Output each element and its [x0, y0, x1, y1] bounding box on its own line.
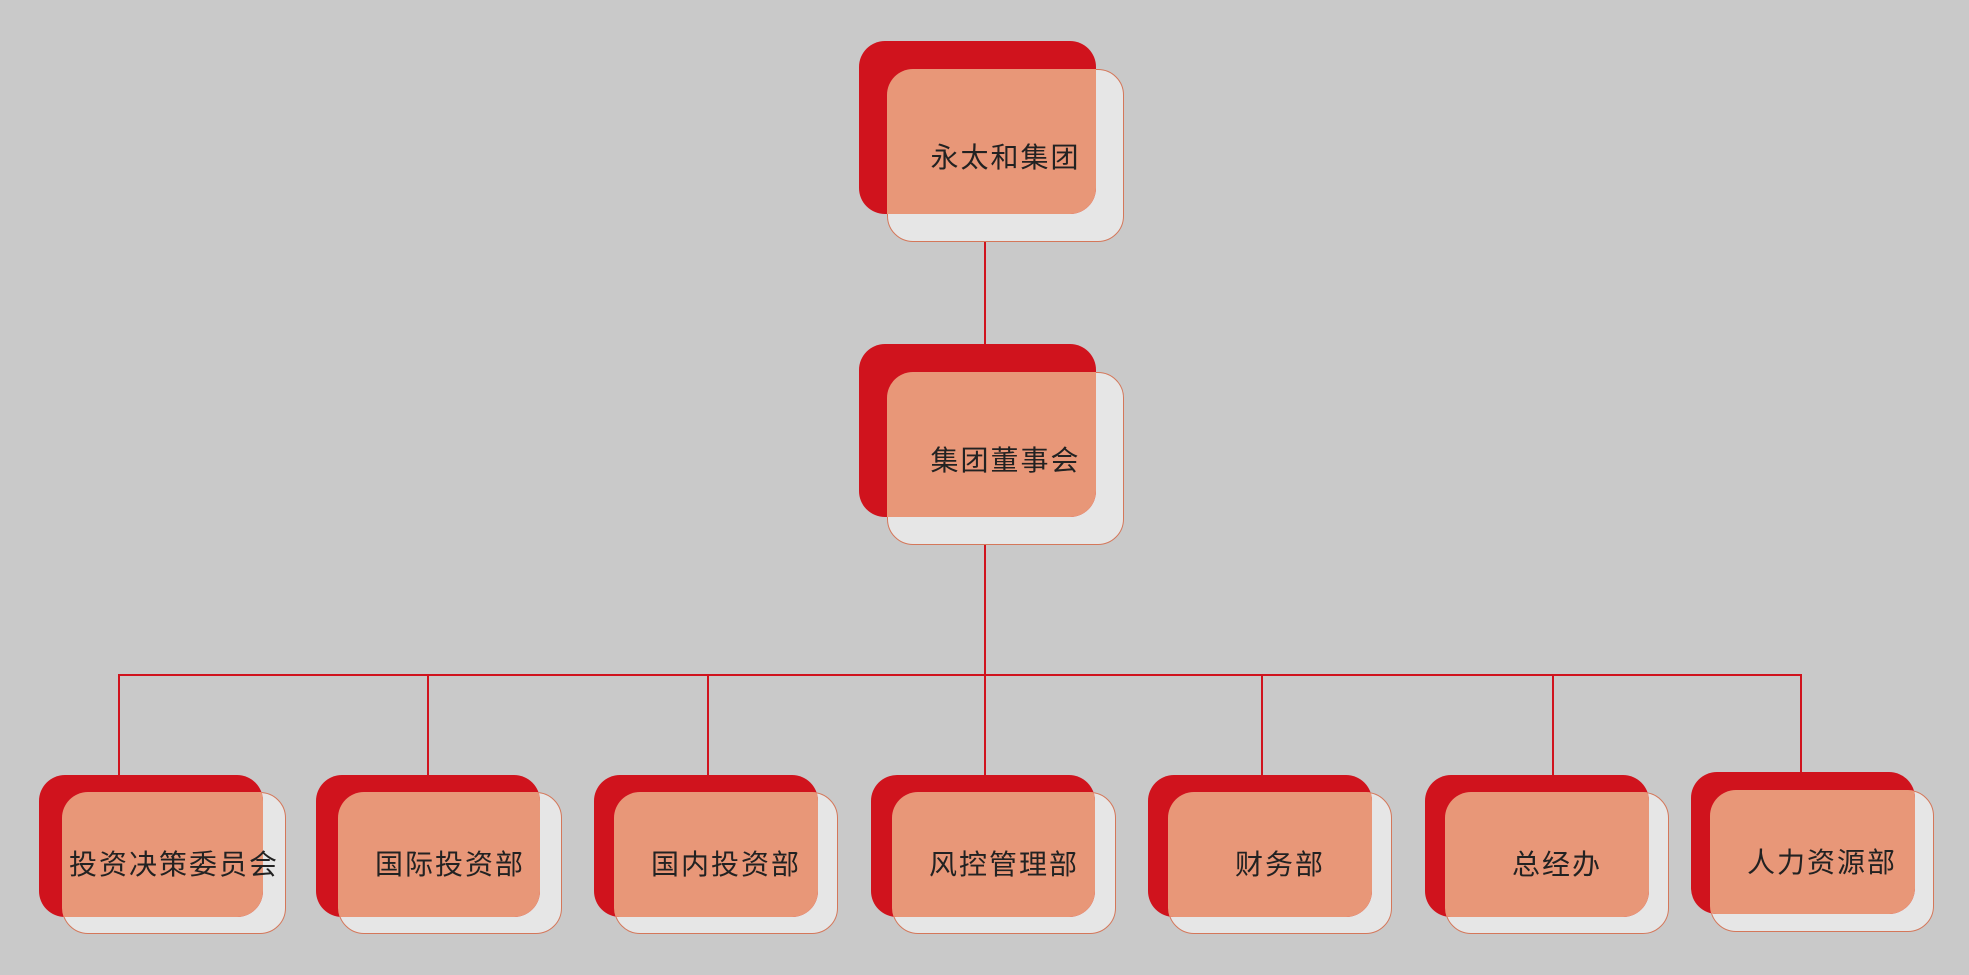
card-overlap	[1168, 792, 1372, 917]
card-accent	[316, 775, 540, 917]
node-label: 财务部	[1234, 848, 1325, 881]
card-overlap	[614, 792, 818, 917]
connector-drop	[707, 674, 709, 775]
card-overlap	[887, 69, 1096, 214]
connector-drop	[984, 674, 986, 775]
card-accent	[871, 775, 1095, 917]
card-accent	[859, 344, 1096, 517]
card-overlap	[892, 792, 1095, 917]
card-accent	[1148, 775, 1372, 917]
card-accent	[594, 775, 818, 917]
node-label: 永太和集团	[930, 140, 1081, 174]
node-label: 国内投资部	[650, 848, 801, 881]
card-overlap	[887, 372, 1096, 517]
connector-root-board	[984, 241, 986, 345]
card-accent	[859, 41, 1096, 214]
card-accent	[39, 775, 263, 917]
node-label: 总经办	[1511, 848, 1602, 881]
card-overlap	[62, 792, 263, 917]
connector-drop	[1261, 674, 1263, 775]
node-label: 投资决策委员会	[68, 848, 279, 881]
connector-drop	[1800, 674, 1802, 772]
node-label: 集团董事会	[930, 443, 1081, 477]
card-accent	[1691, 772, 1915, 914]
card-overlap	[1445, 792, 1649, 917]
connector-drop	[427, 674, 429, 775]
node-label: 国际投资部	[374, 848, 525, 881]
connector-drop	[118, 674, 120, 775]
node-label: 人力资源部	[1746, 846, 1897, 879]
card-accent	[1425, 775, 1649, 917]
connector-horizontal-bus	[118, 674, 1802, 676]
card-overlap	[1710, 790, 1915, 914]
connector-drop	[1552, 674, 1554, 775]
node-label: 风控管理部	[928, 848, 1079, 881]
connector-board-bus	[984, 544, 986, 676]
card-overlap	[338, 792, 540, 917]
